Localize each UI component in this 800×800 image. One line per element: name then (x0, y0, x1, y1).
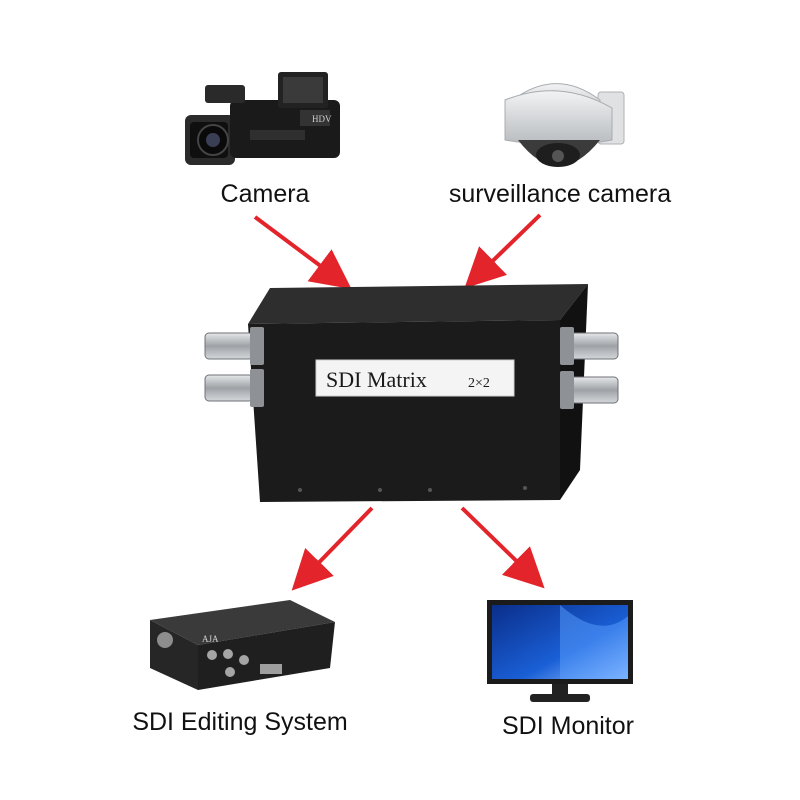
arrow-matrix-to-editing (291, 506, 374, 591)
arrow-surveillance-to-matrix (464, 213, 542, 289)
svg-text:HDV: HDV (312, 114, 332, 124)
bnc-connector-right-top (560, 327, 619, 365)
device-label-suffix: 2×2 (468, 376, 490, 391)
camera-label: Camera (220, 180, 310, 208)
bnc-connector-left-bottom (204, 369, 264, 407)
dome-camera-icon (504, 83, 625, 167)
device-label-plate (315, 359, 515, 397)
sdi-matrix-device: SDI Matrix 2×2 (204, 284, 619, 502)
arrow-matrix-to-monitor (460, 506, 545, 589)
monitor-icon (487, 600, 633, 702)
aja-logo-icon: AJA (202, 634, 219, 644)
xlr-connector-icon (157, 632, 173, 648)
arrow-camera-to-matrix (253, 215, 352, 290)
bnc-connector-left-top (204, 327, 264, 365)
device-label-text: SDI Matrix (326, 367, 427, 392)
monitor-label: SDI Monitor (502, 712, 634, 740)
editing-system-icon: AJA (150, 600, 335, 690)
bnc-connector-right-bottom (560, 371, 619, 409)
surveillance-camera-label: surveillance camera (448, 180, 672, 208)
editing-system-label: SDI Editing System (132, 708, 348, 736)
camcorder-icon: HDV (185, 72, 340, 165)
